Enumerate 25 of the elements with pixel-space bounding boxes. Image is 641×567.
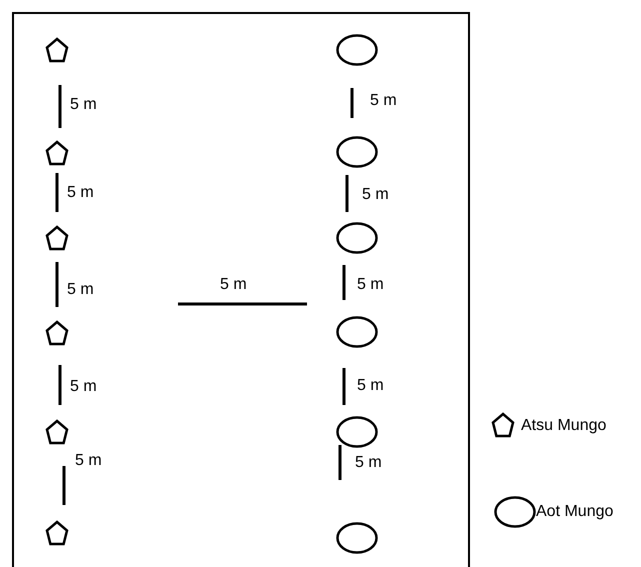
ellipse-marker (336, 34, 378, 66)
dimension-label: 5 m (70, 378, 97, 396)
dimension-label: 5 m (67, 184, 94, 202)
pentagon-marker (46, 226, 68, 250)
ellipse-marker (336, 316, 378, 348)
dimension-label: 5 m (362, 186, 389, 204)
dimension-label: 5 m (357, 276, 384, 294)
pentagon-marker (46, 38, 68, 62)
pentagon-marker (46, 420, 68, 444)
legend-label: Atsu Mungo (521, 417, 606, 435)
ellipse-marker (336, 222, 378, 254)
dimension-label: 5 m (67, 281, 94, 299)
pentagon-marker (46, 521, 68, 545)
dimension-label: 5 m (75, 452, 102, 470)
dimension-label: 5 m (220, 276, 247, 294)
legend-label: Aot Mungo (536, 503, 614, 521)
pentagon-marker (46, 321, 68, 345)
ellipse-marker (336, 136, 378, 168)
pentagon-marker (46, 141, 68, 165)
ellipse-marker (336, 416, 378, 448)
dimension-label: 5 m (370, 92, 397, 110)
ellipse-marker (336, 522, 378, 554)
dimension-label: 5 m (355, 454, 382, 472)
dimension-label: 5 m (357, 377, 384, 395)
dimension-label: 5 m (70, 96, 97, 114)
